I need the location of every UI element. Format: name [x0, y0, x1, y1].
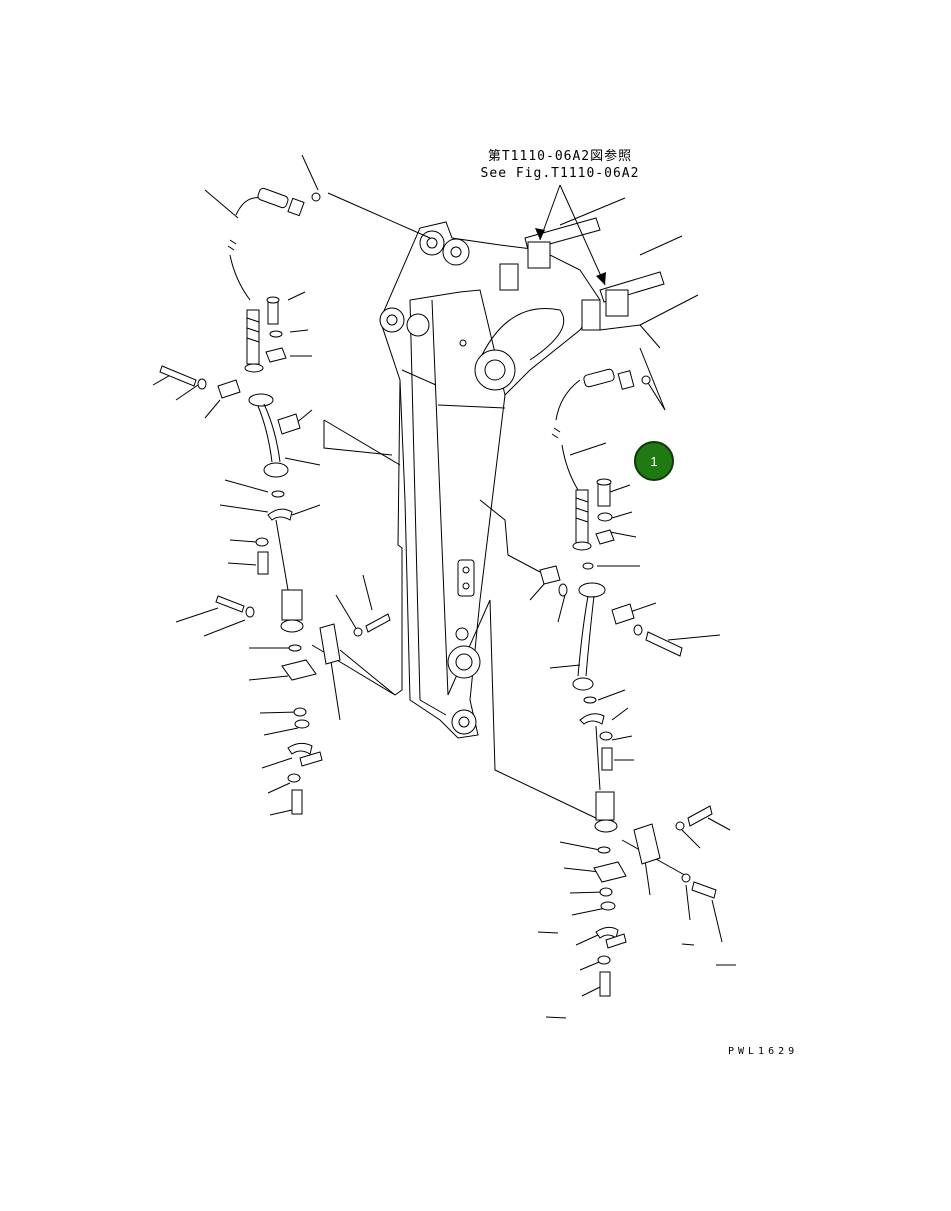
reference-arrows	[535, 184, 606, 286]
arm-body	[339, 217, 665, 739]
reference-note-english: See Fig.T1110-06A2	[480, 166, 640, 181]
reference-note-japanese: 第T1110-06A2図参照	[487, 149, 633, 164]
callout-label: 1	[650, 453, 658, 469]
part-callout-marker[interactable]: 1	[634, 441, 674, 481]
left-hose-assembly	[159, 187, 391, 815]
right-hose-assembly	[539, 368, 717, 997]
leader-lines	[152, 154, 736, 1019]
drawing-code: PWL1629	[728, 1046, 799, 1057]
